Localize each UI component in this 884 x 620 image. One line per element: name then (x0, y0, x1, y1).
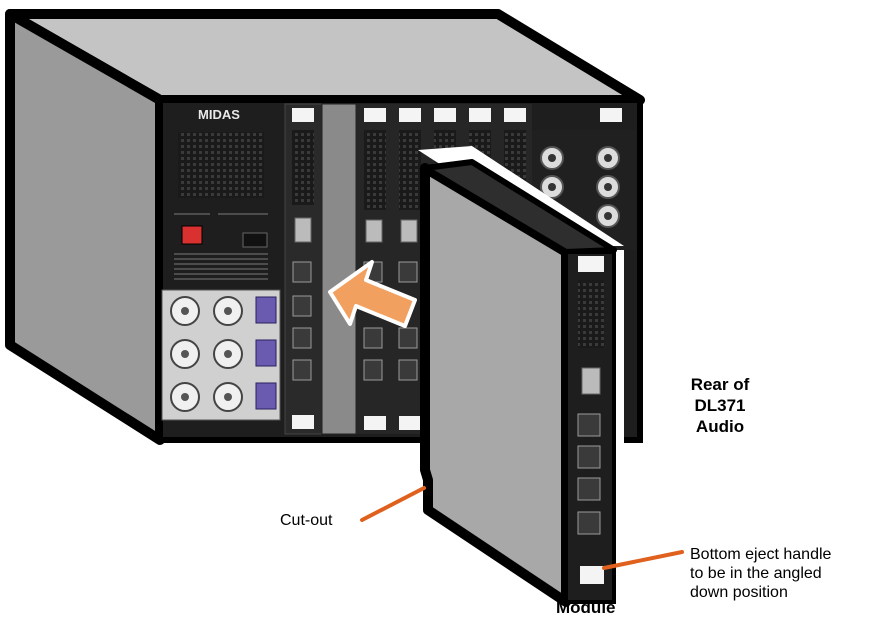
cooling-vent (178, 132, 264, 198)
power-supplies (161, 289, 281, 421)
empty-slot (321, 103, 357, 435)
slot-1-top-handle (292, 108, 314, 122)
insertion-arrow (328, 260, 417, 328)
eject-label-line-2: to be in the angled (690, 565, 822, 582)
module-top-handle (578, 256, 604, 272)
label-plate (242, 232, 268, 248)
eject-label-line-1: Bottom eject handle (690, 546, 832, 563)
eject-leader-line (602, 550, 684, 570)
module-connector (581, 367, 601, 395)
slot-1-ports (292, 261, 312, 381)
module (418, 146, 624, 608)
slot-1-bottom-handle (292, 415, 314, 429)
slot-1-vent (292, 130, 314, 205)
power-switch (181, 225, 203, 245)
module-vent (578, 280, 604, 348)
module-ports (577, 413, 601, 535)
cutout-leader-line (360, 486, 426, 522)
tiny-text-lines (174, 213, 268, 280)
eject-label-line-3: down position (690, 584, 788, 601)
module-label: Module (556, 598, 616, 617)
rear-label-line-3: Audio (695, 417, 745, 436)
bottom-eject-handle (580, 566, 604, 584)
slot-1-connector (294, 217, 312, 243)
cutout-label: Cut-out (280, 512, 333, 529)
rear-label-line-1: Rear of (690, 375, 750, 394)
brand-logo: MIDAS (198, 107, 240, 122)
rear-label-line-2: DL371 (694, 396, 746, 415)
eject-handle-label: Bottom eject handle to be in the angled … (690, 545, 880, 602)
rear-of-dl371-label: Rear of DL371 Audio (660, 374, 780, 437)
